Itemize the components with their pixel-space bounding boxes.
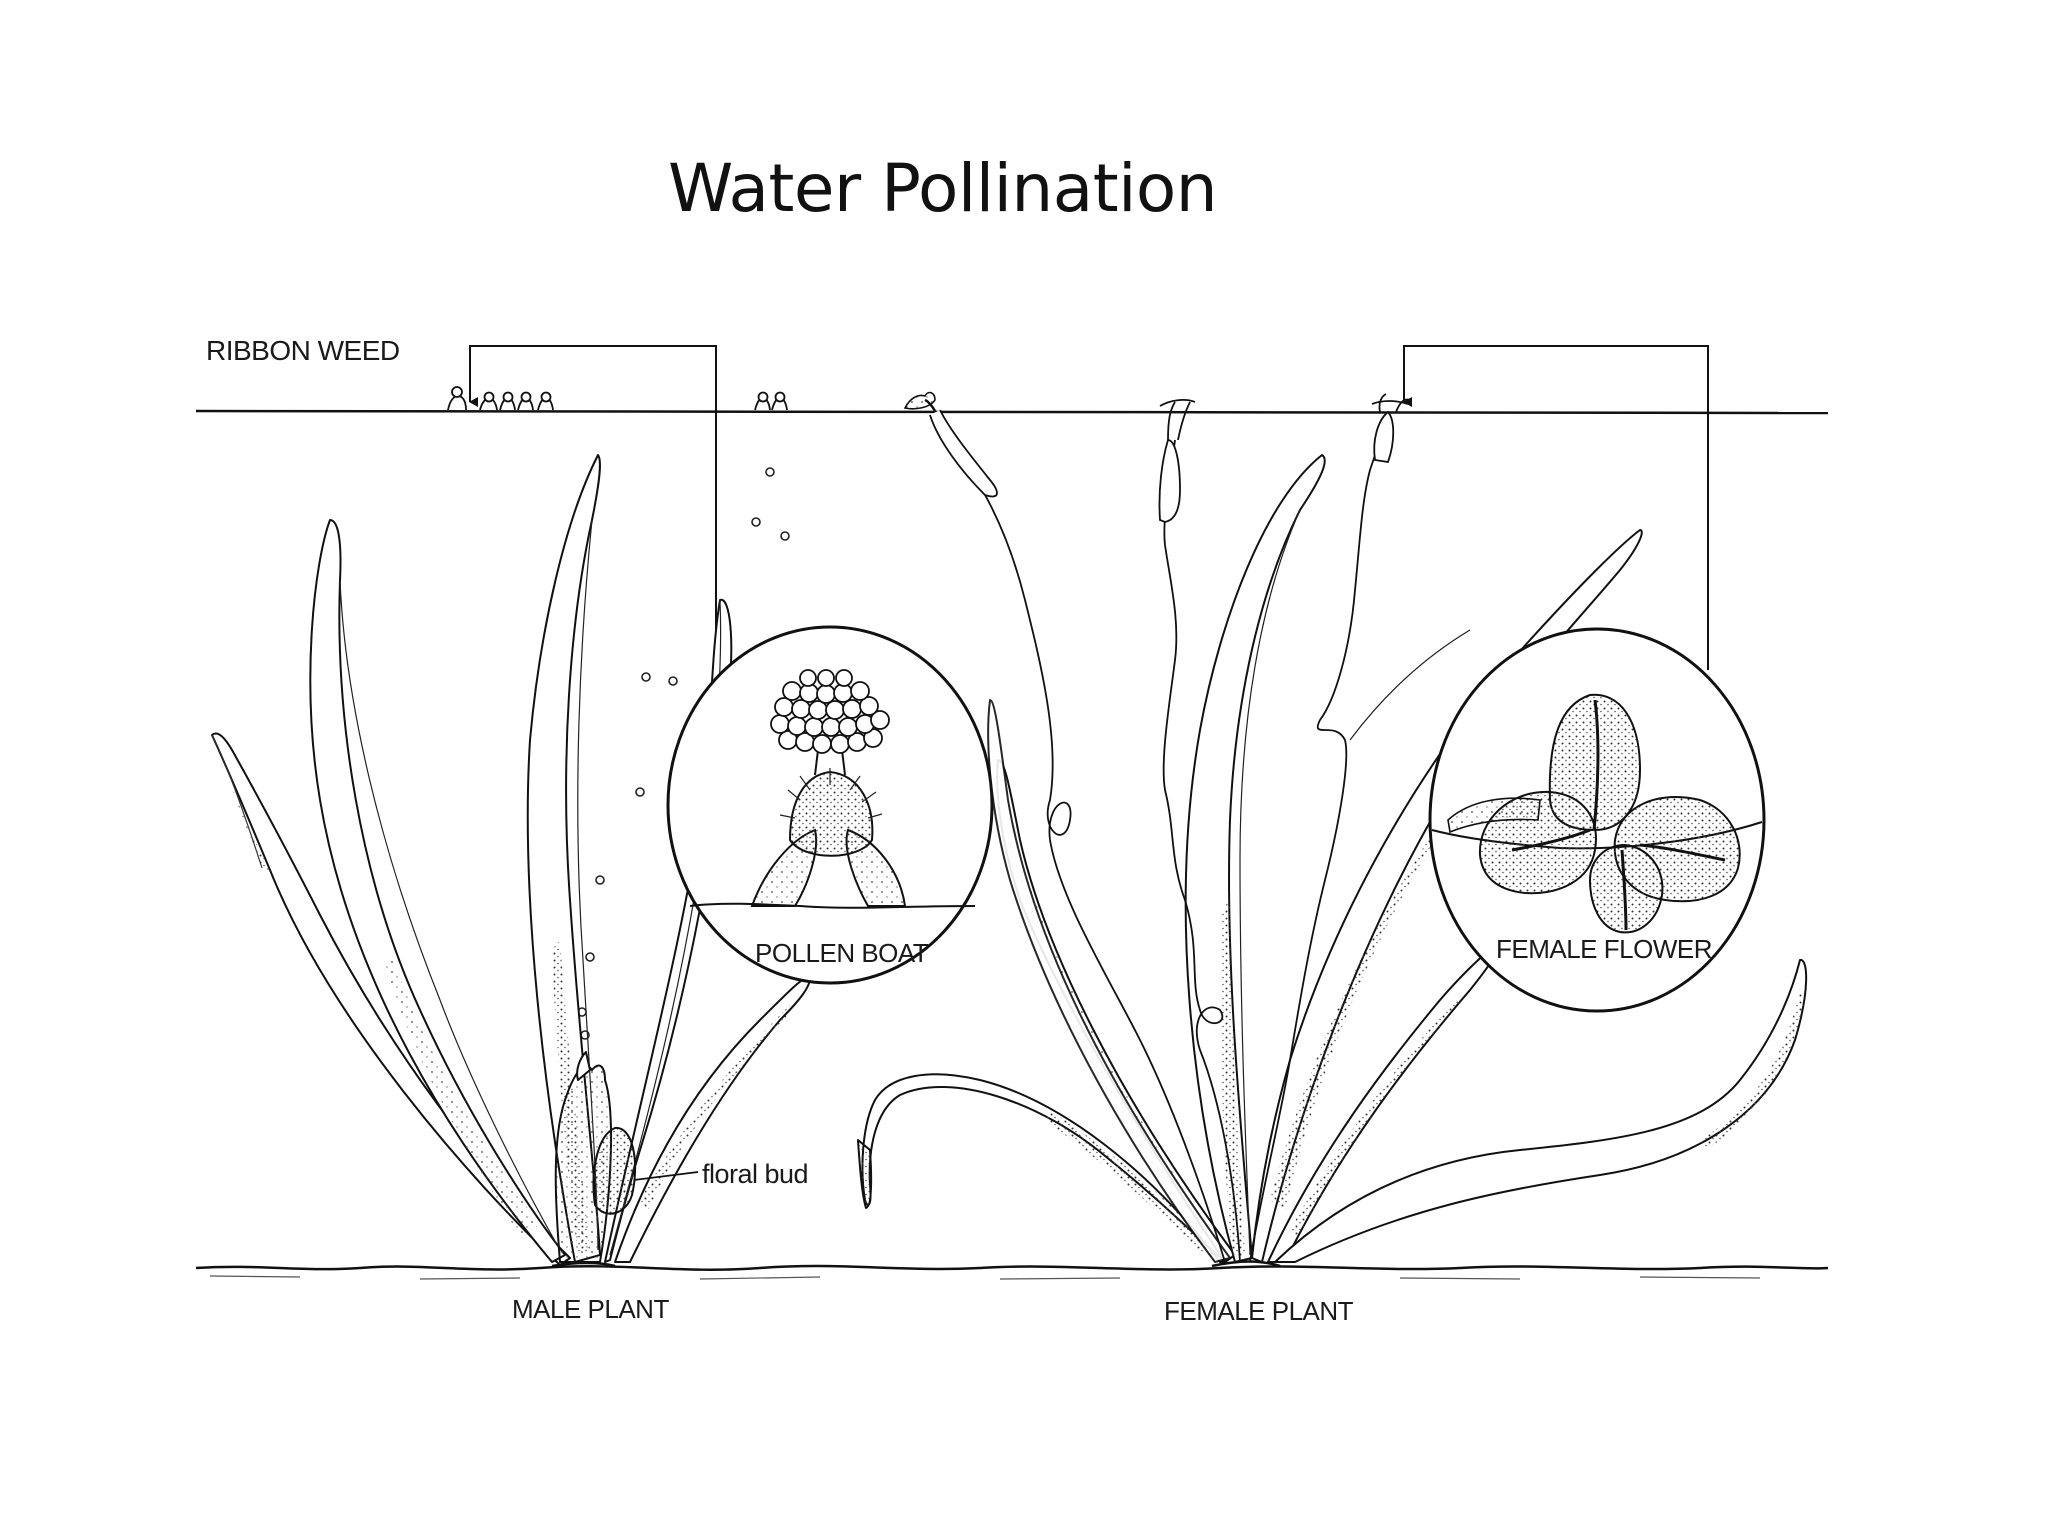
floral-bud-label: floral bud xyxy=(702,1159,808,1189)
pollen-boat-label: POLLEN BOAT xyxy=(755,938,929,968)
pollen-grains xyxy=(770,669,890,754)
female-flower-label: FEMALE FLOWER xyxy=(1496,934,1712,964)
floral-bud-pointer xyxy=(633,1171,699,1181)
ribbon-weed-label: RIBBON WEED xyxy=(206,335,400,366)
slide-title: Water Pollination xyxy=(668,150,1218,227)
female-flower-connector xyxy=(1403,345,1709,670)
pollen-boat-inset xyxy=(666,625,994,985)
water-surface-line xyxy=(195,409,1829,415)
female-flower-stalks xyxy=(903,391,1411,1263)
rising-pollen-bubbles xyxy=(577,467,790,1040)
pollen-boat-connector xyxy=(469,345,717,660)
male-plant-label: MALE PLANT xyxy=(512,1294,669,1324)
floating-pollen-boats xyxy=(447,386,788,411)
ground-line xyxy=(195,1264,1829,1271)
female-flower-inset xyxy=(1428,627,1766,1013)
male-plant xyxy=(211,454,812,1268)
female-plant-label: FEMALE PLANT xyxy=(1164,1296,1354,1326)
female-plant xyxy=(857,454,1808,1268)
